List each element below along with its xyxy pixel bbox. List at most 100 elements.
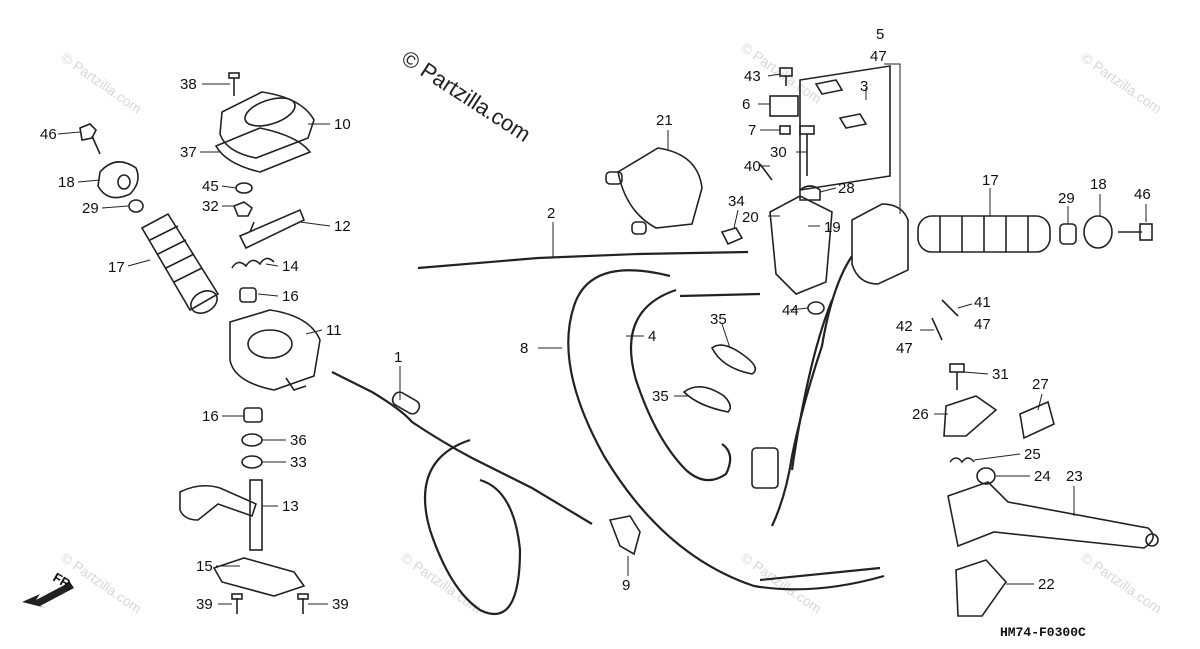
- screw-42: [931, 317, 943, 341]
- switch-27: [1019, 400, 1055, 440]
- collar-29-left: [128, 199, 144, 213]
- part-7: [779, 125, 791, 135]
- clip-34: [720, 227, 744, 246]
- bolt-31: [949, 363, 965, 390]
- bracket-15: [212, 557, 306, 597]
- callout-39-right: 39: [332, 596, 349, 613]
- callout-38: 38: [180, 76, 197, 93]
- callout-18-right: 18: [1090, 176, 1107, 193]
- lever-holder-26: [943, 395, 998, 437]
- callout-4: 4: [648, 328, 656, 345]
- bolt-46-left: [79, 123, 101, 155]
- callout-30: 30: [770, 144, 787, 161]
- callout-46-right: 46: [1134, 186, 1151, 203]
- callout-46-left: 46: [40, 126, 57, 143]
- grip-17-right: [917, 215, 1051, 253]
- leader-lines: [57, 73, 1147, 605]
- watermark-group: © Partzilla.com © Partzilla.com © Partzi…: [58, 39, 1164, 616]
- callout-26: 26: [912, 406, 929, 423]
- cable-2: [417, 250, 749, 270]
- watermark: © Partzilla.com: [1078, 549, 1164, 616]
- callout-21: 21: [656, 112, 673, 129]
- callout-1: 1: [394, 349, 402, 366]
- callout-labels: 46 18 29 17 38 10 37 45 32 12 14 16 11 1…: [40, 26, 1151, 613]
- callout-47-mid: 47: [974, 316, 991, 333]
- cable-4: [629, 288, 761, 482]
- front-arrow-icon: [22, 582, 74, 608]
- switch-cover-21: [605, 147, 703, 235]
- screw-39-right: [297, 593, 309, 614]
- callout-35-upper: 35: [710, 311, 727, 328]
- callout-3: 3: [860, 78, 868, 95]
- grip-17-left: [140, 212, 220, 314]
- bolt-43: [779, 67, 793, 86]
- throttle-cover-10: [219, 91, 315, 159]
- callout-17-left: 17: [108, 259, 125, 276]
- callout-43: 43: [744, 68, 761, 85]
- callout-34: 34: [728, 193, 745, 210]
- switch-housing-19-20: [769, 195, 833, 295]
- callout-8: 8: [520, 340, 528, 357]
- cable-clamp-9: [608, 515, 641, 556]
- cable-8: [567, 269, 885, 591]
- callout-16-lower: 16: [202, 408, 219, 425]
- relay-6: [769, 95, 799, 117]
- bar-end-18-right: [1083, 215, 1113, 249]
- callout-33: 33: [290, 454, 307, 471]
- bracket-assembly-3: [799, 65, 891, 191]
- spring-25: [949, 457, 975, 464]
- nut-33: [241, 455, 263, 469]
- screw-40: [759, 163, 773, 181]
- callout-17-right: 17: [982, 172, 999, 189]
- callout-45: 45: [202, 178, 219, 195]
- nut-44: [807, 301, 825, 315]
- callout-5: 5: [876, 26, 884, 43]
- callout-19: 19: [824, 219, 841, 236]
- front-label: FR.: [51, 570, 77, 593]
- callout-29-left: 29: [82, 200, 99, 217]
- callout-39-left: 39: [196, 596, 213, 613]
- callout-14: 14: [282, 258, 299, 275]
- clamp-28: [799, 185, 821, 201]
- throttle-lever-13: [179, 479, 263, 551]
- callout-28: 28: [838, 180, 855, 197]
- throttle-housing-11: [229, 309, 321, 391]
- nut-32: [232, 201, 254, 217]
- gasket-37: [214, 127, 312, 173]
- bushing-16-upper: [239, 287, 257, 303]
- callout-22: 22: [1038, 576, 1055, 593]
- callout-6: 6: [742, 96, 750, 113]
- callout-32: 32: [202, 198, 219, 215]
- callout-47-top: 47: [870, 48, 887, 65]
- callout-11: 11: [326, 322, 342, 339]
- washer-36: [241, 433, 263, 447]
- callout-40: 40: [744, 158, 761, 175]
- copyright-text: © Partzilla.com: [397, 45, 535, 147]
- bushing-16-lower: [243, 407, 263, 423]
- callout-2: 2: [547, 205, 555, 222]
- cable-band-35-lower: [682, 386, 732, 413]
- brake-lever-23: [947, 481, 1159, 549]
- callout-27: 27: [1032, 376, 1049, 393]
- throttle-cable-1: [331, 371, 593, 616]
- callout-10: 10: [334, 116, 351, 133]
- watermark: © Partzilla.com: [738, 549, 824, 616]
- washer-45: [235, 182, 253, 194]
- collar-29-right: [1059, 223, 1077, 245]
- callout-31: 31: [992, 366, 1009, 383]
- screw-38: [228, 72, 240, 96]
- diagram-code: HM74-F0300C: [1000, 625, 1086, 640]
- holder-22: [955, 559, 1008, 617]
- bolt-30: [799, 125, 815, 176]
- bolt-46-right: [1118, 223, 1153, 241]
- screw-41: [941, 299, 959, 317]
- throttle-arm-12: [238, 208, 306, 250]
- callout-18-left: 18: [58, 174, 75, 191]
- callout-25: 25: [1024, 446, 1041, 463]
- spring-14: [231, 257, 275, 269]
- callout-35-lower: 35: [652, 388, 669, 405]
- callout-44: 44: [782, 302, 799, 319]
- callout-12: 12: [334, 218, 351, 235]
- bar-end-18-left: [97, 161, 139, 199]
